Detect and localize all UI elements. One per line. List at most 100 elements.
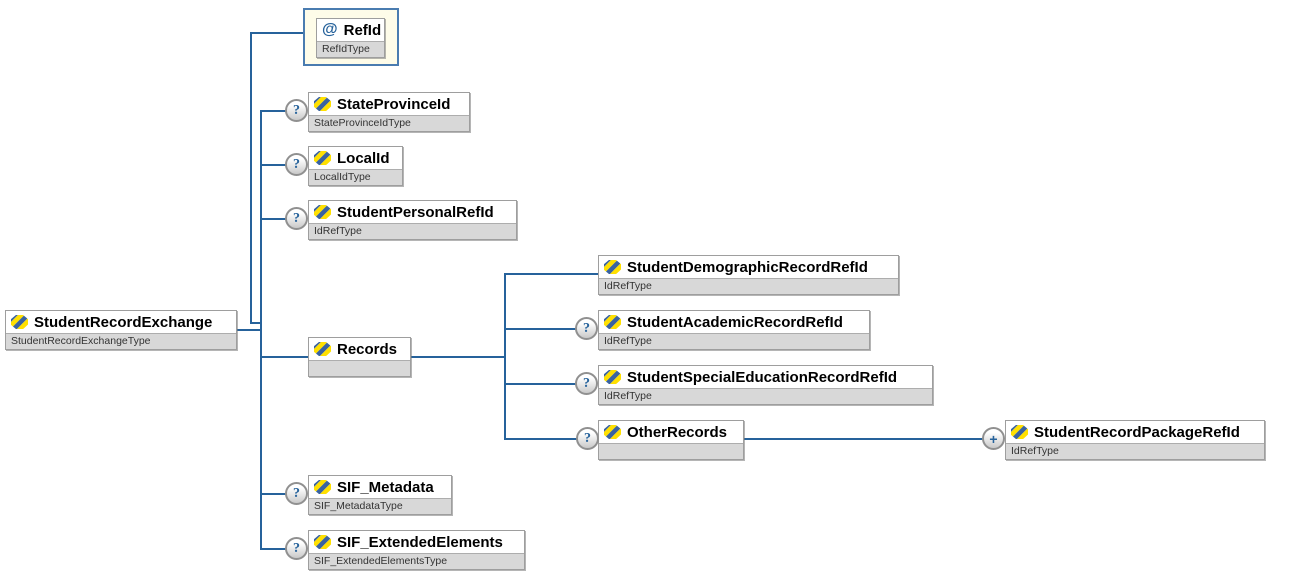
element-type: IdRefType <box>599 278 898 294</box>
node-studentdemographicrecordrefid[interactable]: StudentDemographicRecordRefId IdRefType <box>598 255 899 295</box>
optional-badge: ? <box>285 207 308 230</box>
optional-glyph: ? <box>583 320 590 336</box>
connector-line <box>504 328 578 330</box>
node-sif-metadata[interactable]: SIF_Metadata SIF_MetadataType <box>308 475 452 515</box>
element-type: SIF_ExtendedElementsType <box>309 553 524 569</box>
node-stateprovinceid[interactable]: StateProvinceId StateProvinceIdType <box>308 92 470 132</box>
element-name: SIF_ExtendedElements <box>337 533 503 551</box>
element-title: LocalId <box>309 147 402 169</box>
element-name: SIF_Metadata <box>337 478 434 496</box>
element-icon <box>314 342 331 356</box>
optional-glyph: ? <box>583 375 590 391</box>
element-name: StateProvinceId <box>337 95 451 113</box>
optional-badge: ? <box>285 537 308 560</box>
element-icon <box>604 370 621 384</box>
node-otherrecords[interactable]: OtherRecords <box>598 420 744 460</box>
node-studentrecordexchange[interactable]: StudentRecordExchange StudentRecordExcha… <box>5 310 237 350</box>
optional-glyph: ? <box>293 156 300 172</box>
element-name: StudentRecordPackageRefId <box>1034 423 1240 441</box>
element-name: LocalId <box>337 149 390 167</box>
element-name: StudentAcademicRecordRefId <box>627 313 843 331</box>
node-records[interactable]: Records <box>308 337 411 377</box>
element-icon <box>11 315 28 329</box>
repeatable-badge: + <box>982 427 1005 450</box>
element-type: SIF_MetadataType <box>309 498 451 514</box>
node-localid[interactable]: LocalId LocalIdType <box>308 146 403 186</box>
optional-badge: ? <box>575 317 598 340</box>
node-refid-attribute[interactable]: @ RefId RefIdType <box>316 18 385 58</box>
element-name: StudentRecordExchange <box>34 313 213 331</box>
connector-line <box>260 110 288 112</box>
element-type: IdRefType <box>309 223 516 239</box>
connector-line <box>260 164 288 166</box>
attribute-name: RefId <box>343 21 382 39</box>
connector-line <box>250 322 262 324</box>
element-icon <box>314 205 331 219</box>
element-type: StateProvinceIdType <box>309 115 469 131</box>
element-title: SIF_ExtendedElements <box>309 531 524 553</box>
optional-glyph: ? <box>293 540 300 556</box>
element-type: LocalIdType <box>309 169 402 185</box>
connector-line <box>504 273 598 275</box>
element-title: SIF_Metadata <box>309 476 451 498</box>
node-studentrecordpackagerefid[interactable]: StudentRecordPackageRefId IdRefType <box>1005 420 1265 460</box>
element-icon <box>314 535 331 549</box>
node-studentspecialeducationrecordrefid[interactable]: StudentSpecialEducationRecordRefId IdRef… <box>598 365 933 405</box>
element-icon <box>604 260 621 274</box>
element-title: StateProvinceId <box>309 93 469 115</box>
connector-line <box>260 110 262 550</box>
connector-line <box>504 383 578 385</box>
element-icon <box>314 151 331 165</box>
element-name: StudentSpecialEducationRecordRefId <box>627 368 898 386</box>
connector-line <box>250 32 252 324</box>
element-title: StudentSpecialEducationRecordRefId <box>599 366 932 388</box>
connector-line <box>408 356 506 358</box>
element-name: OtherRecords <box>627 423 728 441</box>
attribute-title: @ RefId <box>317 19 384 41</box>
element-title: StudentRecordPackageRefId <box>1006 421 1264 443</box>
element-title: Records <box>309 338 410 360</box>
optional-glyph: ? <box>293 210 300 226</box>
element-type <box>599 443 743 459</box>
element-icon <box>604 315 621 329</box>
attribute-at-icon: @ <box>322 21 338 38</box>
element-type: StudentRecordExchangeType <box>6 333 236 349</box>
connector-line <box>260 493 288 495</box>
element-name: Records <box>337 340 398 358</box>
optional-badge: ? <box>576 427 599 450</box>
node-studentpersonalrefid[interactable]: StudentPersonalRefId IdRefType <box>308 200 517 240</box>
element-type <box>309 360 410 376</box>
node-studentacademicrecordrefid[interactable]: StudentAcademicRecordRefId IdRefType <box>598 310 870 350</box>
element-type: IdRefType <box>599 333 869 349</box>
optional-badge: ? <box>285 153 308 176</box>
element-icon <box>1011 425 1028 439</box>
optional-glyph: ? <box>293 485 300 501</box>
connector-line <box>250 32 304 34</box>
element-title: OtherRecords <box>599 421 743 443</box>
optional-badge: ? <box>575 372 598 395</box>
element-icon <box>314 97 331 111</box>
connector-line <box>504 273 506 440</box>
attribute-type: RefIdType <box>317 41 384 57</box>
connector-line <box>504 438 578 440</box>
element-name: StudentDemographicRecordRefId <box>627 258 868 276</box>
connector-line <box>260 548 288 550</box>
connector-line <box>742 438 985 440</box>
element-title: StudentAcademicRecordRefId <box>599 311 869 333</box>
node-sif-extendedelements[interactable]: SIF_ExtendedElements SIF_ExtendedElement… <box>308 530 525 570</box>
element-icon <box>314 480 331 494</box>
element-title: StudentRecordExchange <box>6 311 236 333</box>
element-title: StudentPersonalRefId <box>309 201 516 223</box>
optional-badge: ? <box>285 99 308 122</box>
attributes-container: @ RefId RefIdType <box>303 8 399 66</box>
optional-badge: ? <box>285 482 308 505</box>
element-title: StudentDemographicRecordRefId <box>599 256 898 278</box>
plus-glyph: + <box>989 430 998 447</box>
connector-line <box>260 218 288 220</box>
element-type: IdRefType <box>599 388 932 404</box>
optional-glyph: ? <box>293 102 300 118</box>
connector-line <box>260 356 308 358</box>
element-type: IdRefType <box>1006 443 1264 459</box>
element-icon <box>604 425 621 439</box>
